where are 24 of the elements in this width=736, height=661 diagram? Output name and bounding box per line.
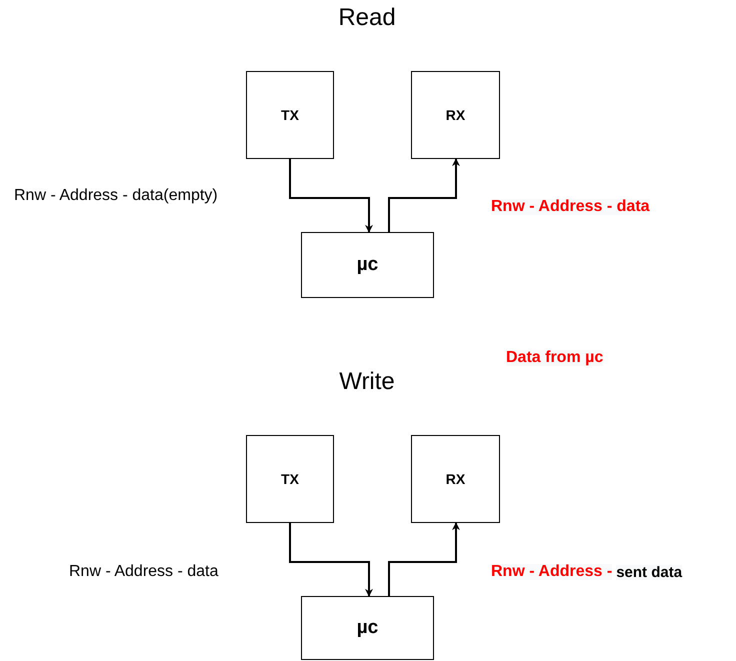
process-box [301, 232, 434, 298]
arrow [289, 523, 373, 597]
signal-label: Rnw - Address - [491, 564, 612, 580]
arrow [388, 522, 460, 596]
box-label: RX [446, 470, 466, 488]
arrow [289, 159, 373, 233]
process-box [411, 435, 500, 523]
process-box [411, 71, 500, 159]
process-box [246, 71, 334, 159]
process-box [246, 435, 334, 523]
box-label: TX [281, 106, 299, 124]
box-label: µc [356, 616, 378, 640]
signal-label: Rnw - Address - data(empty) [14, 188, 218, 204]
signal-label: Rnw - Address - data [491, 199, 650, 215]
signal-label: Data from µc [506, 350, 604, 366]
box-label: RX [446, 106, 466, 124]
section-heading: Write [339, 370, 395, 394]
box-label: TX [281, 470, 299, 488]
section-heading: Read [338, 6, 396, 30]
box-label: µc [356, 252, 378, 277]
process-box [301, 596, 434, 660]
arrow [388, 158, 460, 232]
signal-label: sent data [616, 564, 682, 580]
signal-label: Rnw - Address - data [69, 564, 218, 580]
